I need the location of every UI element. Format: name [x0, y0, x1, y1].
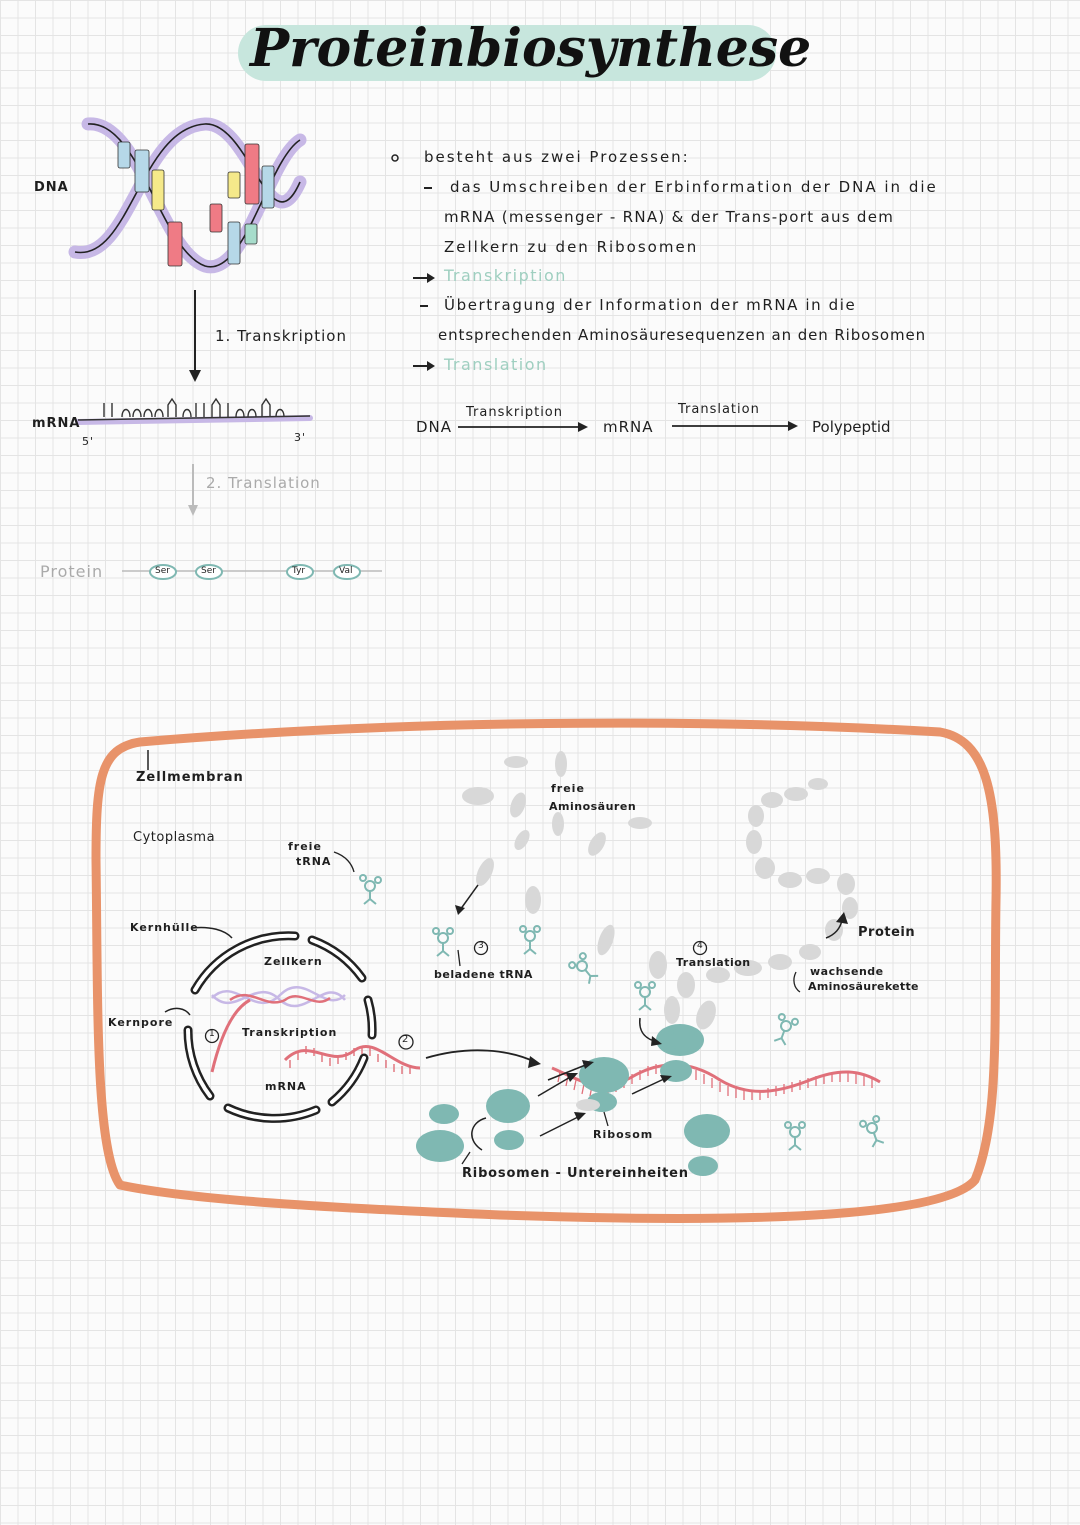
free-amino-acids [462, 751, 858, 1030]
mrna-3-prime: 3' [294, 431, 307, 444]
label-kernhuelle: Kernhülle [130, 921, 199, 934]
notes-point1-line2: mRNA (messenger - RNA) & der Trans-port … [444, 208, 895, 226]
notes-point1-line3: Zellkern zu den Ribosomen [444, 238, 699, 256]
flow-mrna: mRNA [603, 418, 654, 436]
label-num-3: 3 [478, 941, 485, 951]
mrna-strand [75, 397, 313, 425]
notes-result-transkription: Transkription [444, 266, 567, 285]
flow-dna: DNA [416, 418, 453, 436]
mrna-label: mRNA [32, 416, 81, 431]
page-title: Proteinbiosynthese [250, 18, 812, 79]
label-kernpore: Kernpore [108, 1016, 174, 1029]
label-ribosom: Ribosom [593, 1128, 654, 1141]
cell-membrane [91, 718, 1001, 1223]
amino-acid-ser-1: Ser [155, 566, 170, 576]
label-freie-aminosaeuren-1: freie [551, 782, 585, 795]
label-protein: Protein [858, 925, 916, 940]
flow-polypeptid: Polypeptid [812, 418, 891, 436]
label-freie-trna-2: tRNA [296, 855, 332, 868]
notes-point1-line1: das Umschreiben der Erbinformation der D… [450, 178, 938, 196]
dna-helix [68, 117, 307, 274]
label-num-1: 1 [209, 1029, 216, 1039]
label-num-4: 4 [697, 941, 704, 951]
label-cytoplasma: Cytoplasma [133, 830, 216, 845]
ribosomes [416, 1024, 730, 1176]
protein-label: Protein [40, 562, 104, 581]
label-transkription: Transkription [242, 1026, 338, 1039]
flow-translation: Translation [678, 402, 760, 417]
label-ribosomen-untereinheiten: Ribosomen - Untereinheiten [462, 1166, 689, 1181]
label-zellkern: Zellkern [264, 955, 323, 968]
mrna-5-prime: 5' [82, 435, 95, 448]
trna-icons [359, 874, 885, 1151]
amino-acid-val: Val [339, 566, 353, 576]
notes-intro: besteht aus zwei Prozessen: [424, 148, 690, 166]
step-1-label: 1. Transkription [215, 327, 347, 345]
step-2-label: 2. Translation [206, 474, 321, 492]
label-zellmembran: Zellmembran [136, 770, 244, 785]
amino-acid-tyr: Tyr [292, 566, 306, 576]
label-mrna: mRNA [265, 1080, 307, 1093]
title-highlight [238, 25, 776, 81]
label-wachsende-1: wachsende [810, 965, 884, 978]
flow-transkription: Transkription [466, 405, 563, 420]
notes-point2-line1: Übertragung der Information der mRNA in … [444, 296, 857, 314]
notes-result-translation: Translation [444, 355, 548, 374]
label-freie-aminosaeuren-2: Aminosäuren [549, 800, 637, 813]
label-freie-trna-1: freie [288, 840, 322, 853]
label-beladene-trna: beladene tRNA [434, 968, 533, 981]
label-wachsende-2: Aminosäurekette [808, 980, 919, 993]
dna-label: DNA [34, 180, 69, 195]
notes-point2-line2: entsprechenden Aminosäuresequenzen an de… [438, 326, 927, 344]
amino-acid-ser-2: Ser [201, 566, 216, 576]
label-translation: Translation [676, 956, 751, 969]
label-num-2: 2 [402, 1034, 410, 1045]
